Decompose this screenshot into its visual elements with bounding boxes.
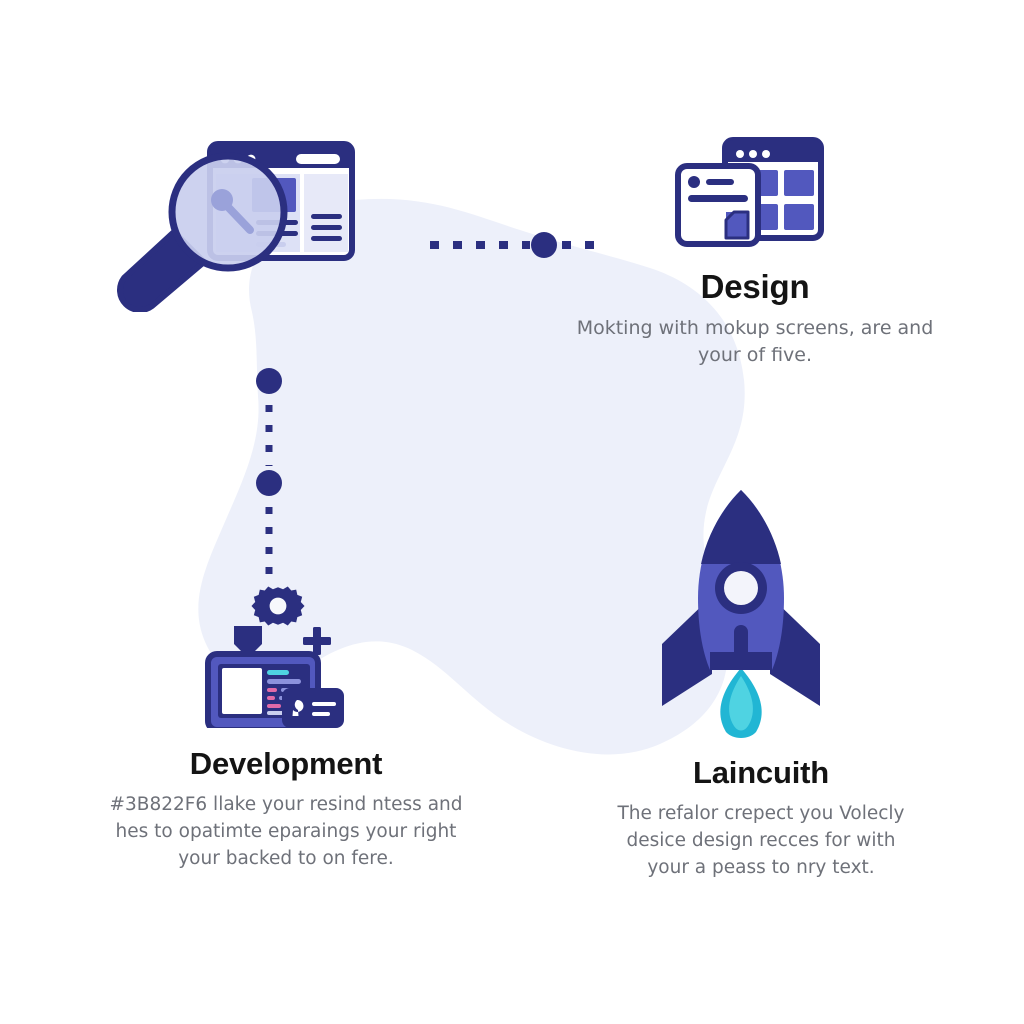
- design-title: Design: [700, 268, 810, 305]
- plus-icon: [303, 627, 331, 655]
- rocket-flame: [720, 668, 762, 738]
- download-badge-icon: [234, 626, 262, 658]
- gear-icon: [251, 586, 305, 626]
- rocket-stripe: [734, 625, 748, 670]
- development-description: #3B822F6 llake your resind ntess and hes…: [109, 793, 463, 869]
- step-development: Development #3B822F6 llake your resind n…: [107, 746, 465, 872]
- magnifier-lens: [168, 152, 288, 272]
- settings-card: [282, 688, 344, 728]
- rocket-nose: [701, 490, 781, 564]
- design-description: Mokting with mokup screens, are and your…: [576, 316, 934, 367]
- step-design: Design Mokting with mokup screens, are a…: [575, 268, 935, 370]
- launch-rocket-icon: [648, 484, 834, 738]
- development-title: Development: [189, 746, 383, 781]
- research-magnifier-browser-icon: [104, 136, 358, 313]
- development-monitor-icon: [196, 576, 348, 754]
- design-windows-icon: [672, 134, 828, 252]
- launch-description: The refalor crepect you Volecly desice d…: [617, 802, 905, 878]
- launch-title: Laincuith: [693, 755, 829, 790]
- step-launch: Laincuith The refalor crepect you Volecl…: [605, 755, 917, 881]
- rocket-window-glass: [724, 571, 758, 605]
- design-front-window: [675, 163, 761, 247]
- magnifier-handle: [117, 229, 207, 313]
